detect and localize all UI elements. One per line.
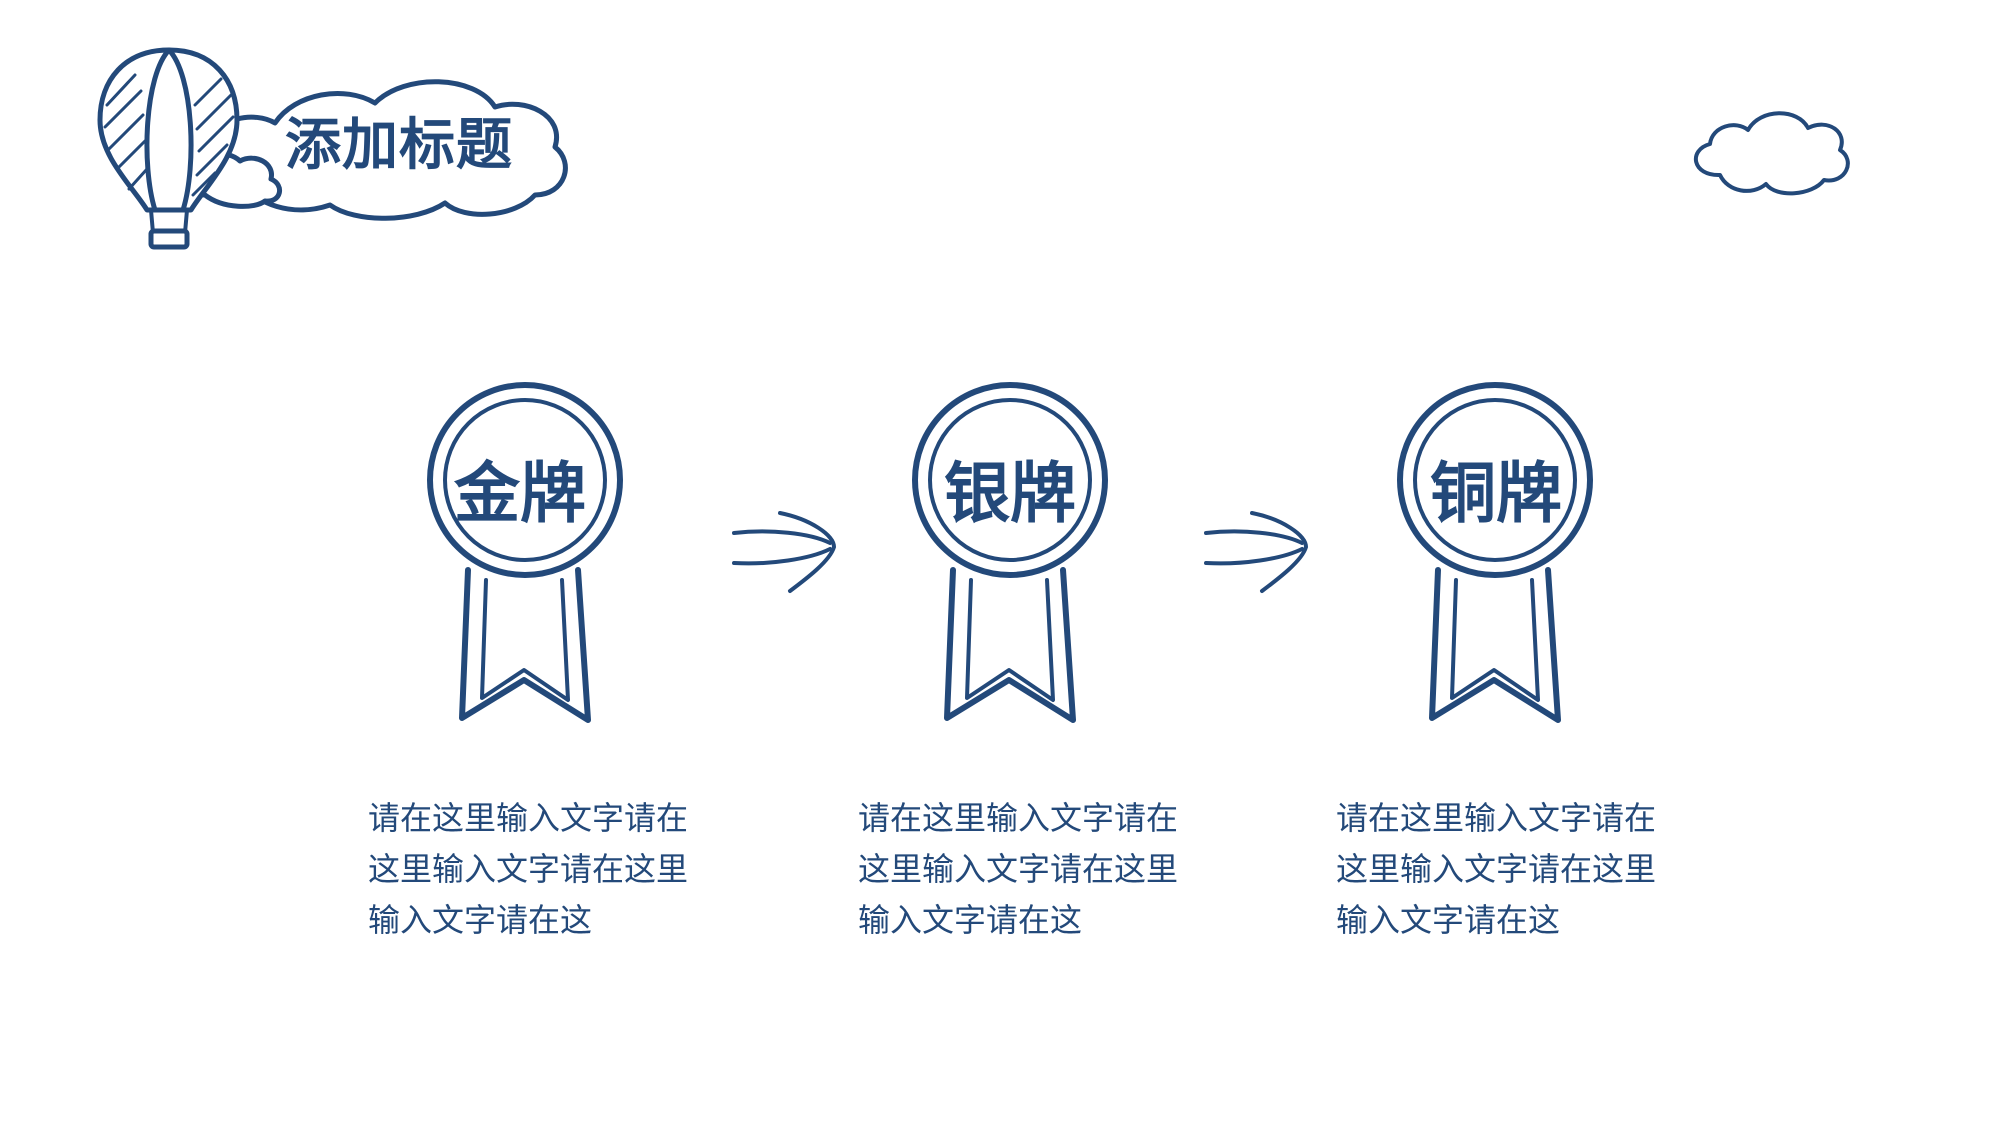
medal-icon (912, 382, 1108, 723)
medal-icon (427, 382, 623, 723)
medal-label-gold: 金牌 (454, 455, 586, 532)
medal-label-silver: 银牌 (944, 455, 1076, 532)
hot-air-balloon-icon (97, 47, 568, 250)
arrow-icon (1204, 511, 1308, 593)
medal-description-bronze: 请在这里输入文字请在这里输入文字请在这里输入文字请在这 (1336, 799, 1657, 939)
cloud-icon (1693, 111, 1850, 196)
arrow-icon (732, 511, 836, 593)
medal-description-gold: 请在这里输入文字请在这里输入文字请在这里输入文字请在这 (368, 799, 689, 939)
page-title: 添加标题 (285, 113, 513, 178)
medal-description-silver: 请在这里输入文字请在这里输入文字请在这里输入文字请在这 (858, 799, 1179, 939)
medal-icon (1397, 382, 1593, 723)
medal-label-bronze: 铜牌 (1430, 455, 1562, 532)
